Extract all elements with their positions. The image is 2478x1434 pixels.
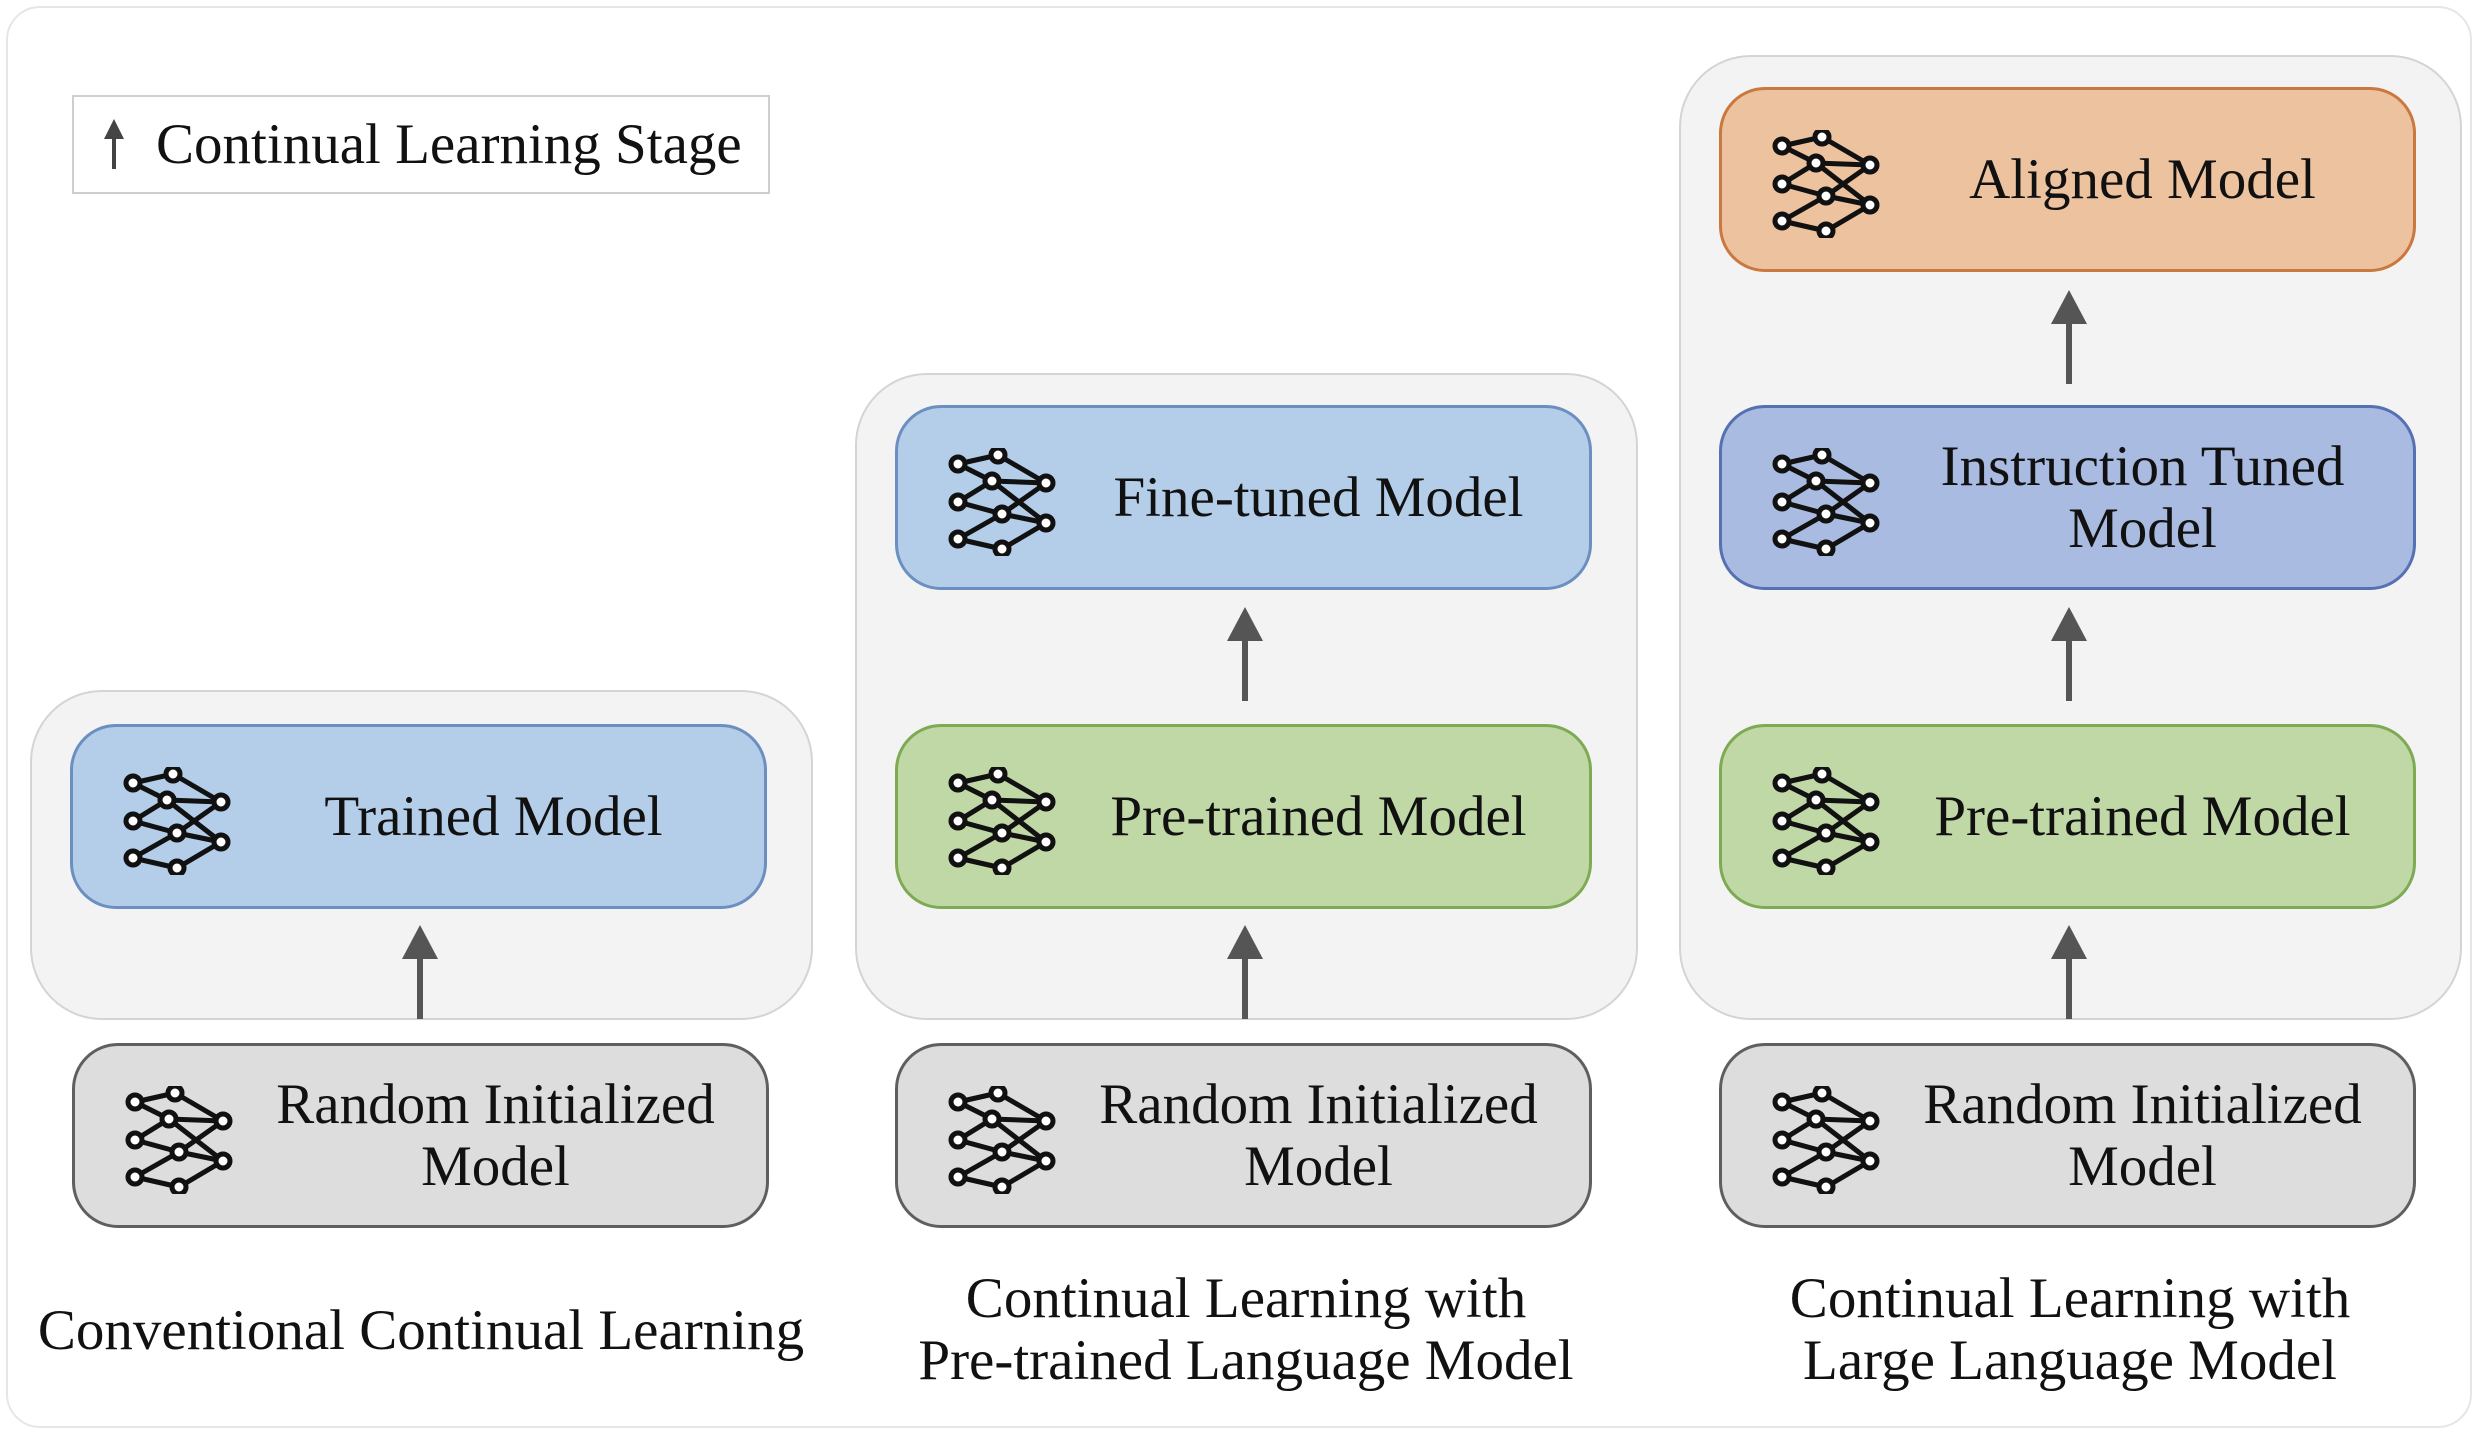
neural-network-icon (946, 767, 1058, 875)
column-caption: Continual Learning with Pre-trained Lang… (918, 1267, 1574, 1392)
model-label: Aligned Model (1969, 147, 2316, 211)
neural-network-icon (123, 1086, 235, 1194)
trained-model-box: Trained Model (70, 724, 767, 909)
neural-network-icon (1770, 1086, 1882, 1194)
stage-arrow-icon (2047, 607, 2091, 703)
model-label: Pre-trained Model (1110, 784, 1527, 848)
stage-arrow-icon (2047, 925, 2091, 1021)
stage-arrow-icon (398, 925, 442, 1021)
aligned-model-box: Aligned Model (1719, 87, 2416, 272)
neural-network-icon (1770, 767, 1882, 875)
fine-tuned-model-box: Fine-tuned Model (895, 405, 1592, 590)
stage-arrow-icon (1223, 607, 1267, 703)
pre-trained-model-box: Pre-trained Model (1719, 724, 2416, 909)
stage-arrow-icon (2047, 290, 2091, 386)
random-initialized-model-box: Random Initialized Model (72, 1043, 769, 1228)
legend-label: Continual Learning Stage (156, 113, 742, 176)
neural-network-icon (1770, 130, 1882, 238)
legend: Continual Learning Stage (72, 95, 770, 194)
model-label: Pre-trained Model (1934, 784, 2351, 848)
random-initialized-model-box: Random Initialized Model (895, 1043, 1592, 1228)
column-caption: Conventional Continual Learning (37, 1299, 805, 1362)
model-label: Random Initialized Model (1099, 1072, 1538, 1198)
column-caption: Continual Learning with Large Language M… (1789, 1267, 2351, 1392)
model-label: Fine-tuned Model (1113, 465, 1524, 529)
model-label: Trained Model (324, 784, 663, 848)
neural-network-icon (121, 767, 233, 875)
neural-network-icon (946, 1086, 1058, 1194)
stage-arrow-icon (1223, 925, 1267, 1021)
neural-network-icon (1770, 448, 1882, 556)
model-label: Instruction Tuned Model (1940, 434, 2345, 560)
neural-network-icon (946, 448, 1058, 556)
model-label: Random Initialized Model (1923, 1072, 2362, 1198)
random-initialized-model-box: Random Initialized Model (1719, 1043, 2416, 1228)
up-arrow-icon (104, 118, 124, 169)
instruction-tuned-model-box: Instruction Tuned Model (1719, 405, 2416, 590)
pre-trained-model-box: Pre-trained Model (895, 724, 1592, 909)
model-label: Random Initialized Model (276, 1072, 715, 1198)
